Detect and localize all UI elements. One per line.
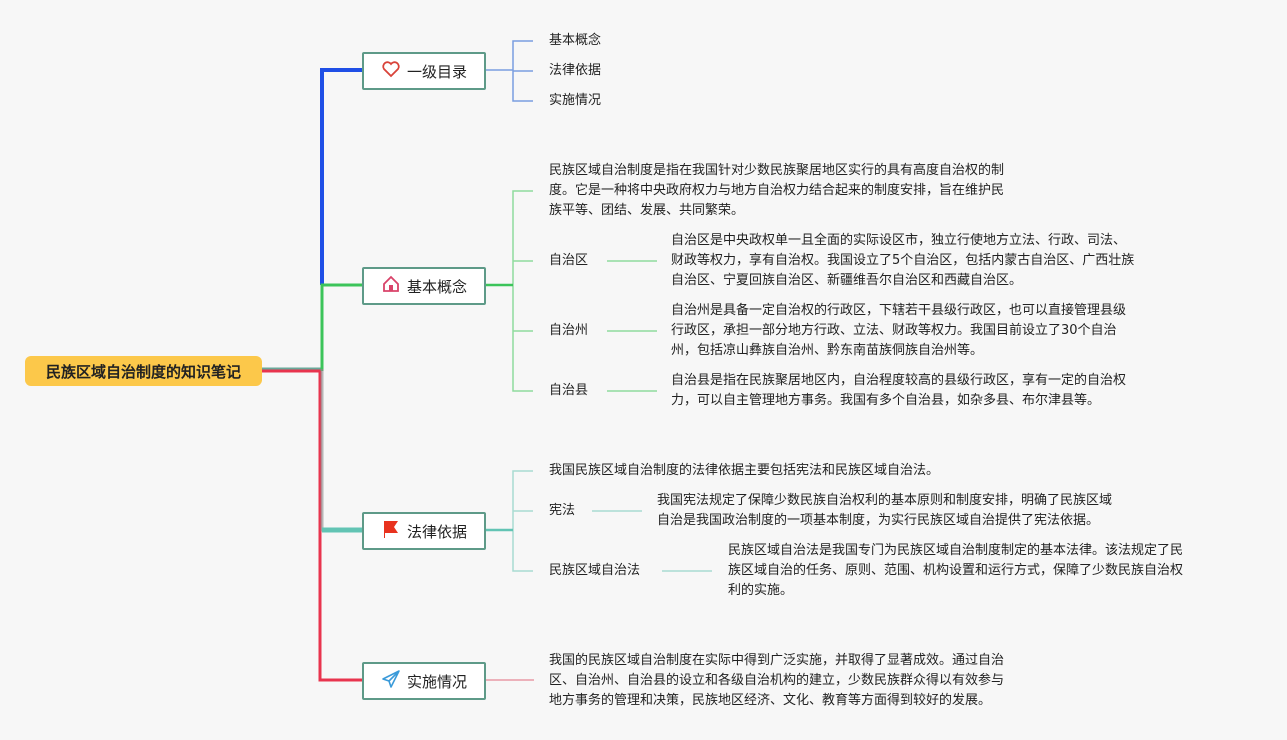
heart-icon <box>381 59 401 83</box>
text-line: 行政区，承担一部分地方行政、立法、财政等权力。我国目前设立了30个自治 <box>671 323 1117 338</box>
branch-basic-concepts[interactable]: 基本概念 <box>362 267 486 305</box>
topic-autonomous-prefecture[interactable]: 自治州 <box>549 323 589 338</box>
home-icon <box>381 274 401 298</box>
branch-label: 实施情况 <box>406 672 467 691</box>
text-line: 我国的民族区域自治制度在实际中得到广泛实施，并取得了显著成效。通过自治 <box>549 653 1005 668</box>
branch-label: 一级目录 <box>406 62 467 81</box>
implementation-detail[interactable]: 我国的民族区域自治制度在实际中得到广泛实施，并取得了显著成效。通过自治 区、自治… <box>549 651 1004 711</box>
text-line: 利的实施。 <box>728 583 794 598</box>
branch-implementation[interactable]: 实施情况 <box>362 662 486 700</box>
text-line: 民族区域自治制度是指在我国针对少数民族聚居地区实行的具有高度自治权的制 <box>549 163 1005 178</box>
text-line: 财政等权力，享有自治权。我国设立了5个自治区，包括内蒙古自治区、广西壮族 <box>671 253 1135 268</box>
text-line: 自治州是具备一定自治权的行政区，下辖若干县级行政区，也可以直接管理县级 <box>671 303 1127 318</box>
autonomous-region-detail[interactable]: 自治区是中央政权单一且全面的实际设区市，独立行使地方立法、行政、司法、 财政等权… <box>671 231 1134 291</box>
autonomous-prefecture-detail[interactable]: 自治州是具备一定自治权的行政区，下辖若干县级行政区，也可以直接管理县级 行政区，… <box>671 301 1126 361</box>
text-line: 度。它是一种将中央政府权力与地方自治权力结合起来的制度安排，旨在维护民 <box>549 183 1005 198</box>
text-line: 区、自治州、自治县的设立和各级自治机构的建立，少数民族群众得以有效参与 <box>549 673 1005 688</box>
root-topic[interactable]: 民族区域自治制度的知识笔记 <box>25 356 262 386</box>
text-line: 自治是我国政治制度的一项基本制度，为实行民族区域自治提供了宪法依据。 <box>657 513 1100 528</box>
text-line: 自治区、宁夏回族自治区、新疆维吾尔自治区和西藏自治区。 <box>671 273 1023 288</box>
toc-item[interactable]: 法律依据 <box>549 63 602 78</box>
autonomy-law-detail[interactable]: 民族区域自治法是我国专门为民族区域自治制度制定的基本法律。该法规定了民 族区域自… <box>728 541 1183 601</box>
topic-autonomous-county[interactable]: 自治县 <box>549 383 589 398</box>
branch-table-of-contents[interactable]: 一级目录 <box>362 52 486 90</box>
topic-constitution[interactable]: 宪法 <box>549 503 576 518</box>
branch-label: 法律依据 <box>406 522 467 541</box>
paper-plane-icon <box>381 669 401 693</box>
text-line: 我国宪法规定了保障少数民族自治权利的基本原则和制度安排，明确了民族区域 <box>657 493 1113 508</box>
toc-item[interactable]: 基本概念 <box>549 33 602 48</box>
branch-legal-basis[interactable]: 法律依据 <box>362 512 486 550</box>
concept-intro[interactable]: 民族区域自治制度是指在我国针对少数民族聚居地区实行的具有高度自治权的制 度。它是… <box>549 161 1004 221</box>
text-line: 力，可以自主管理地方事务。我国有多个自治县，如杂多县、布尔津县等。 <box>671 393 1101 408</box>
topic-autonomous-region[interactable]: 自治区 <box>549 253 589 268</box>
constitution-detail[interactable]: 我国宪法规定了保障少数民族自治权利的基本原则和制度安排，明确了民族区域 自治是我… <box>657 491 1112 531</box>
text-line: 州，包括凉山彝族自治州、黔东南苗族侗族自治州等。 <box>671 343 984 358</box>
topic-autonomy-law[interactable]: 民族区域自治法 <box>549 563 641 578</box>
text-line: 地方事务的管理和决策，民族地区经济、文化、教育等方面得到较好的发展。 <box>549 693 992 708</box>
text-line: 族平等、团结、发展、共同繁荣。 <box>549 203 745 218</box>
autonomous-county-detail[interactable]: 自治县是指在民族聚居地区内，自治程度较高的县级行政区，享有一定的自治权 力，可以… <box>671 371 1126 411</box>
toc-item[interactable]: 实施情况 <box>549 93 602 108</box>
text-line: 族区域自治的任务、原则、范围、机构设置和运行方式，保障了少数民族自治权 <box>728 563 1184 578</box>
flag-icon <box>381 519 401 543</box>
branch-label: 基本概念 <box>406 277 467 296</box>
legal-intro[interactable]: 我国民族区域自治制度的法律依据主要包括宪法和民族区域自治法。 <box>549 463 940 478</box>
text-line: 自治县是指在民族聚居地区内，自治程度较高的县级行政区，享有一定的自治权 <box>671 373 1127 388</box>
text-line: 民族区域自治法是我国专门为民族区域自治制度制定的基本法律。该法规定了民 <box>728 543 1184 558</box>
text-line: 自治区是中央政权单一且全面的实际设区市，独立行使地方立法、行政、司法、 <box>671 233 1127 248</box>
